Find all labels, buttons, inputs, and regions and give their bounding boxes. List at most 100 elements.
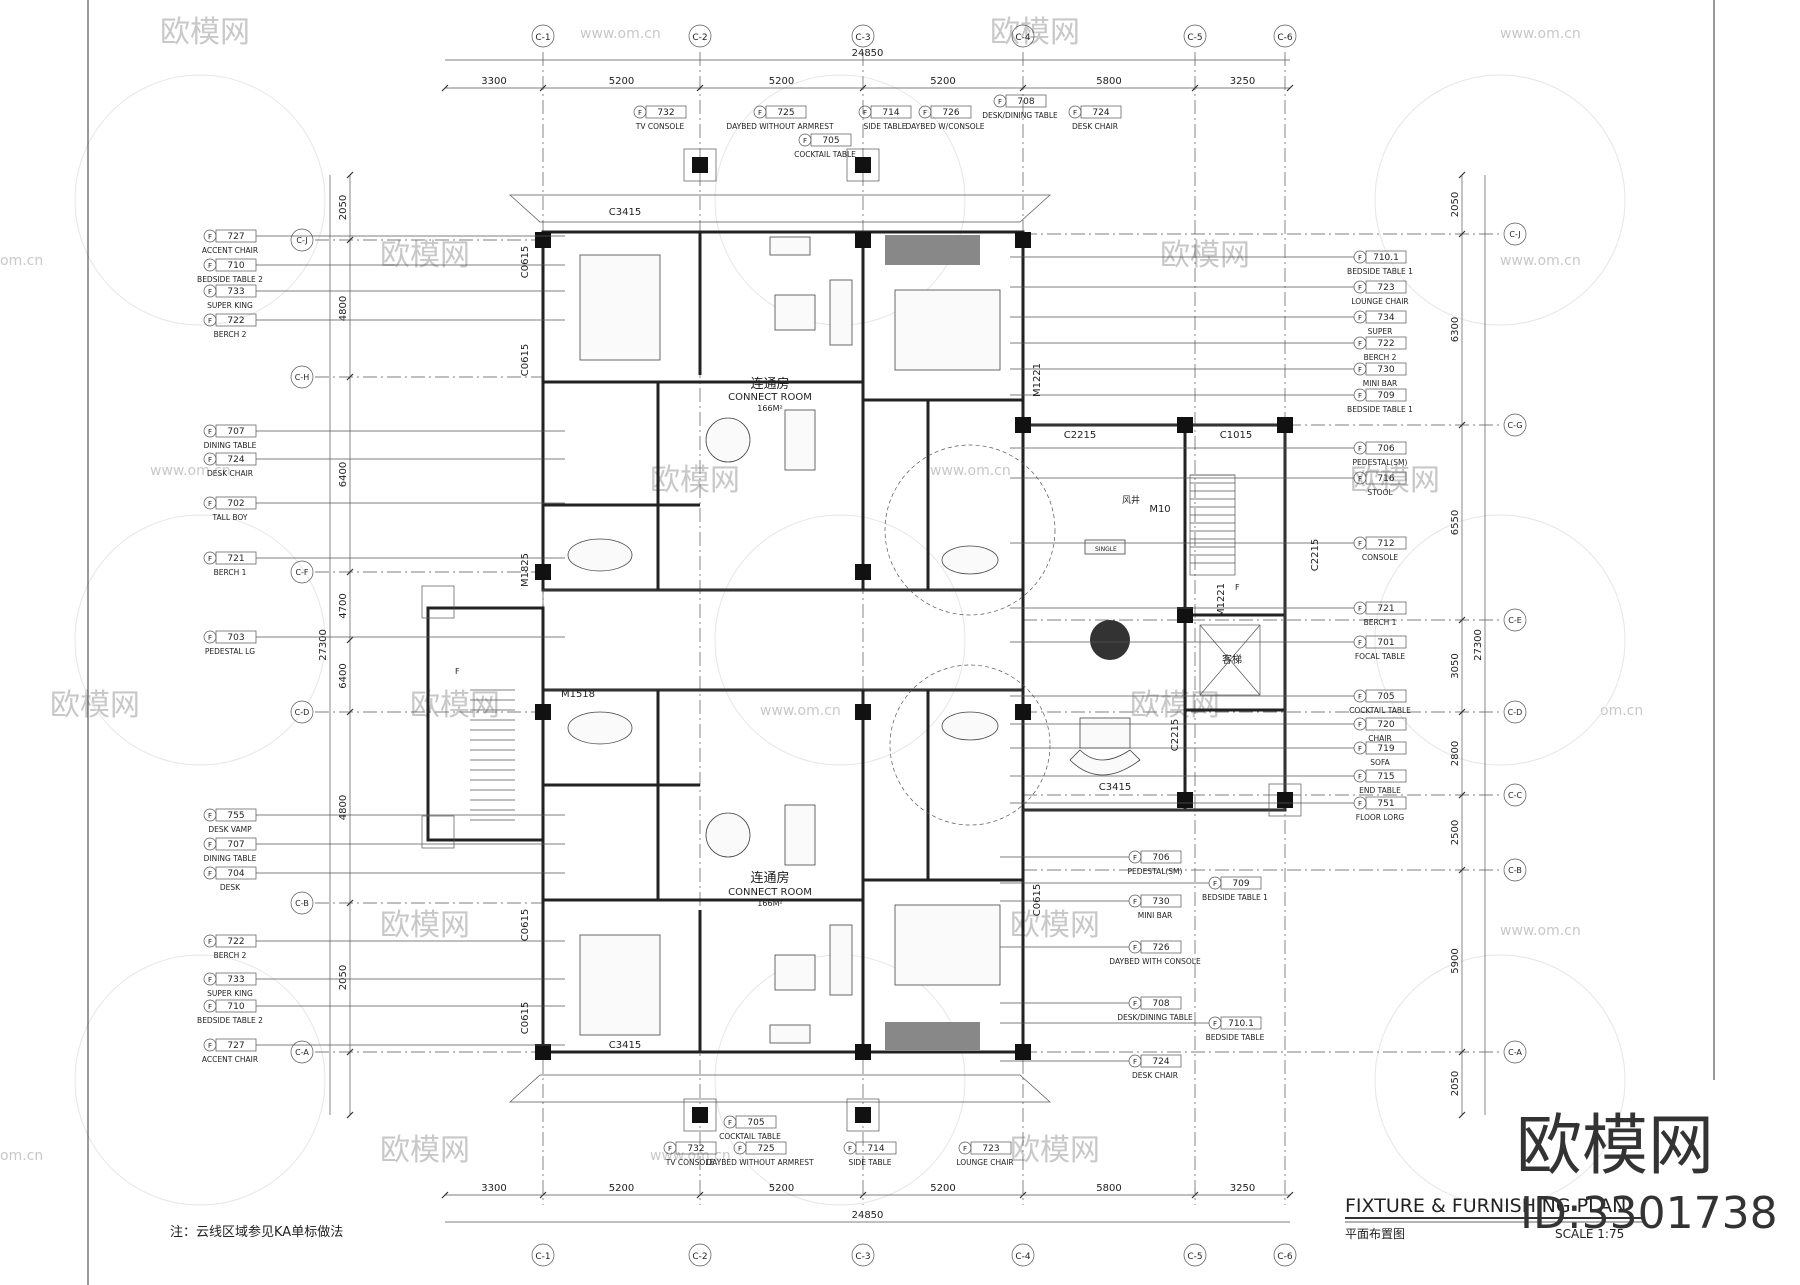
dim-value: 6300 [1450, 317, 1461, 342]
tag-label: BERCH 2 [214, 951, 247, 960]
column [1277, 792, 1293, 808]
dim-value: 3300 [481, 1183, 506, 1194]
tag-code: 724 [1152, 1057, 1169, 1067]
tag-code: 712 [1377, 539, 1394, 549]
grid-label: C-5 [1187, 33, 1202, 43]
dim-value: 3250 [1230, 76, 1255, 87]
grid-bubble [1273, 1243, 1297, 1267]
dim-tick [346, 568, 354, 576]
tag-prefix: F [208, 500, 212, 508]
tag-prefix: F [863, 109, 867, 117]
dim-tick [346, 1048, 354, 1056]
watermark-brand: 欧模网 [380, 238, 470, 273]
dim-total: 24850 [852, 1210, 884, 1221]
tag-prefix: F [208, 841, 212, 849]
grid-label: C-D [1508, 708, 1523, 717]
dim-tick [1458, 421, 1466, 429]
tag-box [1140, 940, 1182, 954]
tag-code: 726 [1152, 943, 1169, 953]
grid-bubble [1503, 222, 1527, 246]
tag-code: 732 [687, 1144, 704, 1154]
tag-prefix: F [1358, 314, 1362, 322]
tag-prefix: F [1358, 745, 1362, 753]
grid-bubble [531, 24, 555, 48]
column-pad [1268, 783, 1302, 817]
tag-box [1140, 1054, 1182, 1068]
dim-value: 2050 [1450, 192, 1461, 217]
core-outline [1021, 423, 1287, 812]
opening-label: M10 [1149, 504, 1170, 515]
tag-prefix: F [208, 317, 212, 325]
watermark-url: www.om.cn [580, 26, 661, 42]
tag-prefix: F [1358, 475, 1362, 483]
tag-prefix: F [728, 1119, 732, 1127]
grid-label: C-J [296, 236, 307, 245]
tag-label: STOOL [1367, 488, 1393, 497]
watermark-circle [74, 74, 326, 326]
dim-tick [1019, 84, 1027, 92]
tag-label: DESK/DINING TABLE [982, 111, 1058, 120]
tag-prefix: F [208, 428, 212, 436]
column [1015, 1044, 1031, 1060]
tag-prefix: F [1358, 340, 1362, 348]
tag-code: 724 [1092, 108, 1109, 118]
tag-code: 723 [982, 1144, 999, 1154]
tag-code: 710 [227, 261, 244, 271]
dim-value: 5200 [769, 76, 794, 87]
tag-code: 730 [1152, 897, 1169, 907]
grid-bubble [531, 1243, 555, 1267]
grid-bubble [1011, 1243, 1035, 1267]
column [535, 232, 551, 248]
tag-prefix: F [758, 109, 762, 117]
tag-box [675, 1141, 717, 1155]
tag-code: 701 [1377, 638, 1394, 648]
tag-box [1365, 310, 1407, 324]
tag-code: 734 [1377, 313, 1394, 323]
opening-label: C2215 [1170, 719, 1181, 751]
dim-tick [1019, 1191, 1027, 1199]
tag-label: SIDE TABLE [848, 1158, 891, 1167]
watermark-url: www.om.cn [1500, 923, 1581, 939]
column-pad [683, 1098, 717, 1132]
tag-label: DAYBED WITH CONSOLE [1109, 957, 1201, 966]
bathtub [941, 545, 999, 575]
room-name-en: CONNECT ROOM [728, 392, 812, 403]
watermark-url: om.cn [0, 253, 43, 269]
opening-label: M1221 [1032, 363, 1043, 397]
tag-prefix: F [208, 262, 212, 270]
watermark-circle [1374, 954, 1626, 1206]
dim-tick [1458, 230, 1466, 238]
watermark-circle [74, 514, 326, 766]
tag-box [765, 105, 807, 119]
watermark-brand: 欧模网 [990, 15, 1080, 50]
grid-bubble [1503, 783, 1527, 807]
bathtub [941, 711, 999, 741]
tag-code: 726 [942, 108, 959, 118]
tag-prefix: F [803, 137, 807, 145]
shaft-label: 风井 [1122, 494, 1140, 506]
tag-code: 724 [227, 455, 244, 465]
watermark-layer: 欧模网欧模网欧模网欧模网欧模网欧模网欧模网欧模网欧模网欧模网欧模网欧模网欧模网w… [0, 15, 1643, 1206]
dim-value: 2050 [338, 195, 349, 220]
dim-tick [346, 899, 354, 907]
tag-box [1140, 850, 1182, 864]
room-name-en: CONNECT ROOM [728, 887, 812, 898]
dim-value: 2800 [1450, 741, 1461, 766]
dim-total: 24850 [852, 48, 884, 59]
dim-tick [1458, 791, 1466, 799]
room-area: 166M² [757, 899, 782, 908]
grid-label: C-A [1508, 1048, 1522, 1057]
grid-label: C-F [295, 568, 308, 577]
tag-code: 707 [227, 427, 244, 437]
cocktail-table [774, 294, 816, 331]
tag-code: 732 [657, 108, 674, 118]
tag-code: 702 [227, 499, 244, 509]
